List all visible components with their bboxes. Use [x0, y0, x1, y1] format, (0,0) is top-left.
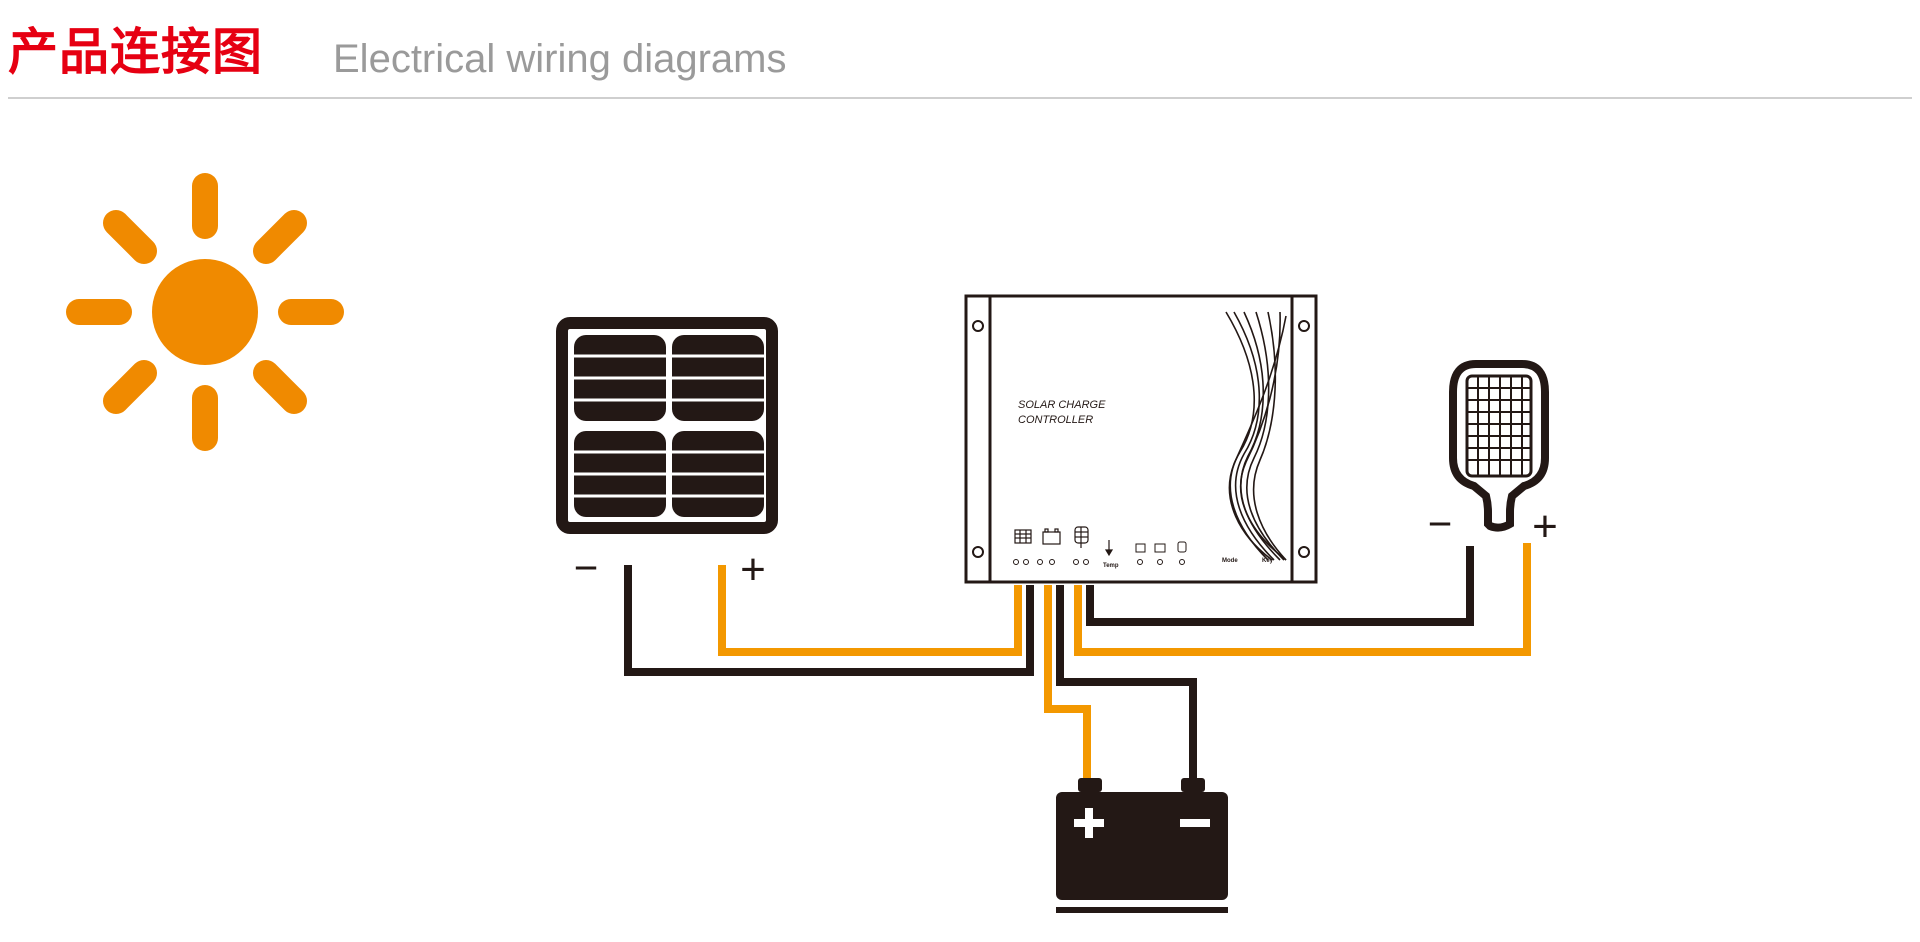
page-header: 产品连接图 Electrical wiring diagrams: [0, 0, 1920, 100]
wire-battery-negative: [1056, 585, 1197, 778]
temp-sensor-icon: [1104, 540, 1114, 557]
mode-label: Mode: [1222, 558, 1238, 564]
terminal-solar-icon: [1014, 529, 1032, 544]
page-title-cn: 产品连接图: [8, 23, 263, 81]
page-title-en: Electrical wiring diagrams: [333, 37, 787, 81]
terminal-load-icon: [1074, 526, 1089, 548]
wire-panel-negative: [624, 565, 1034, 676]
temp-label: Temp: [1103, 563, 1119, 569]
lamp-minus-label: −: [1428, 500, 1453, 547]
charge-controller-icon: SOLAR CHARGE CONTROLLER Temp: [964, 294, 1318, 584]
terminal-screws: [1013, 559, 1185, 565]
lamp-plus-label: +: [1532, 502, 1558, 551]
battery-icon: [1056, 778, 1228, 913]
key-label: Key: [1262, 558, 1274, 564]
controller-label-line2: CONTROLLER: [1018, 414, 1093, 426]
wire-load-negative: [1086, 546, 1474, 626]
controller-label-line1: SOLAR CHARGE: [1018, 399, 1106, 411]
panel-plus-label: +: [740, 545, 766, 594]
controller-decoration: [1225, 311, 1287, 561]
header-divider: [8, 97, 1912, 99]
status-led-icons: [1135, 541, 1187, 553]
solar-panel-icon: [556, 317, 778, 534]
wire-panel-positive: [718, 565, 1022, 656]
sun-icon: [66, 173, 344, 451]
wire-battery-positive: [1044, 585, 1091, 778]
wire-load-positive: [1074, 543, 1531, 656]
panel-minus-label: −: [574, 544, 599, 591]
terminal-battery-icon: [1042, 528, 1061, 545]
led-lamp-icon: [1449, 360, 1549, 532]
